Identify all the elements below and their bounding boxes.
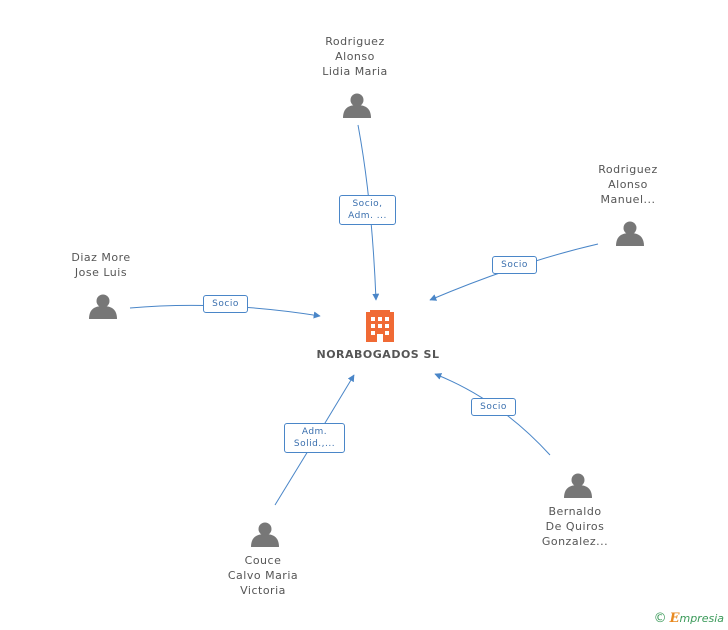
edge-label-diaz-more: Socio bbox=[203, 295, 248, 313]
empresia-logo[interactable]: © Empresia bbox=[654, 611, 724, 626]
edge-label-rodriguez-lidia: Socio, Adm. ... bbox=[339, 195, 396, 225]
person-label-bernaldo[interactable]: Bernaldo De Quiros Gonzalez... bbox=[541, 505, 609, 548]
brand-name: mpresia bbox=[679, 612, 724, 625]
copyright-symbol: © bbox=[653, 611, 667, 626]
person-icon[interactable] bbox=[343, 93, 371, 119]
person-icon[interactable] bbox=[616, 221, 644, 247]
person-icon[interactable] bbox=[564, 473, 592, 499]
edge-label-couce: Adm. Solid.,... bbox=[284, 423, 345, 453]
person-label-couce[interactable]: Couce Calvo Maria Victoria bbox=[227, 554, 299, 597]
building-icon[interactable] bbox=[366, 310, 394, 342]
person-label-diaz-more[interactable]: Diaz More Jose Luis bbox=[71, 251, 131, 279]
brand-initial: E bbox=[669, 611, 680, 626]
person-label-rodriguez-manuel[interactable]: Rodriguez Alonso Manuel... bbox=[598, 163, 658, 206]
person-label-rodriguez-lidia[interactable]: Rodriguez Alonso Lidia Maria bbox=[322, 35, 388, 78]
person-icon[interactable] bbox=[89, 294, 117, 320]
edge-label-bernaldo: Socio bbox=[471, 398, 516, 416]
company-name[interactable]: NORABOGADOS SL bbox=[316, 348, 440, 361]
person-icon[interactable] bbox=[251, 522, 279, 548]
edge-label-rodriguez-manuel: Socio bbox=[492, 256, 537, 274]
